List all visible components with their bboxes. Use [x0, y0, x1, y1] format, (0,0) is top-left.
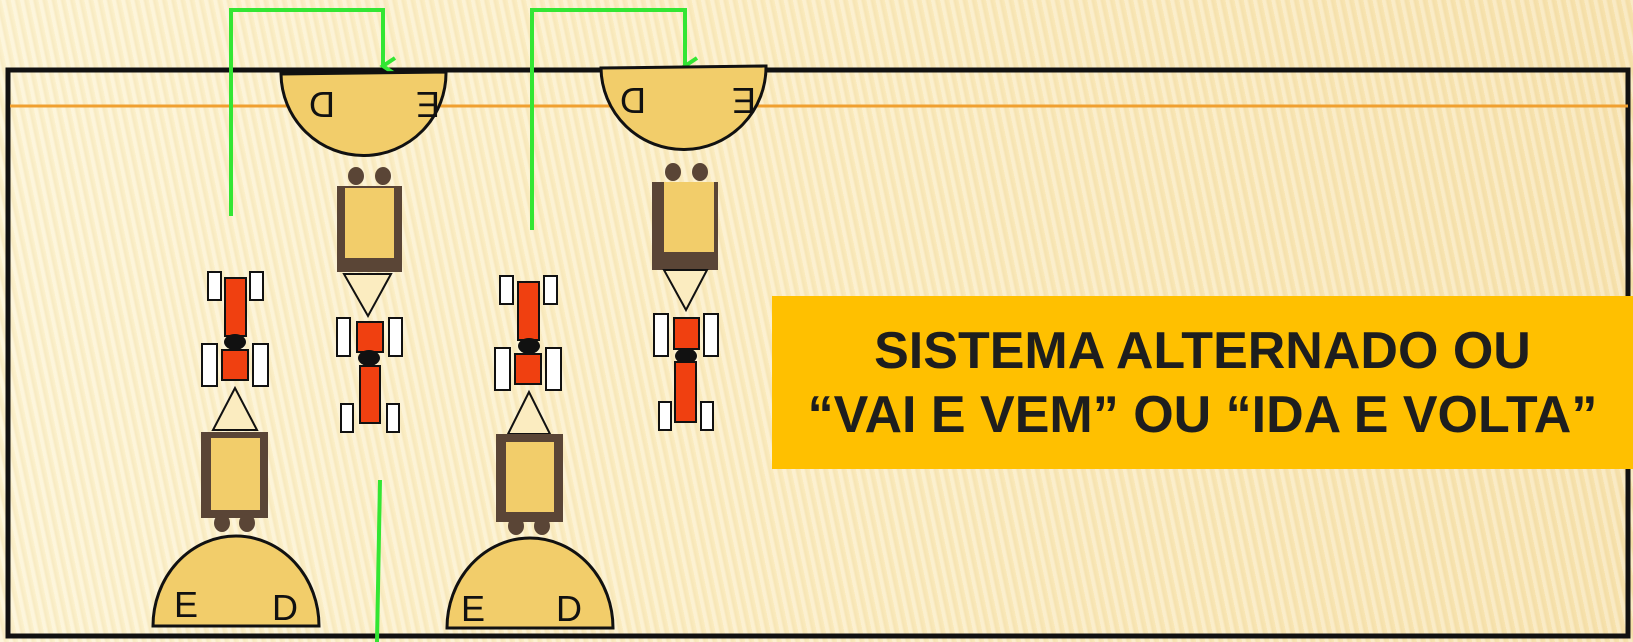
trailer-part — [674, 361, 697, 423]
station-top-right: D E — [599, 64, 768, 151]
vehicle-top-right — [652, 163, 719, 431]
trailer-wheel — [494, 347, 511, 391]
hitch — [662, 269, 709, 313]
trailer-part — [673, 317, 700, 350]
vehicle-bottom-left — [201, 271, 269, 532]
trailer-wheel — [658, 401, 672, 431]
trailer-wheel — [700, 401, 714, 431]
station-label: D — [620, 80, 646, 121]
trailer-wheel — [252, 343, 269, 387]
trailer-wheel — [543, 275, 558, 305]
route-arrow-right — [530, 8, 699, 230]
coupling — [358, 350, 380, 366]
trailer-wheel — [545, 347, 562, 391]
station-top-left: D E — [279, 70, 448, 157]
station-label: D — [309, 84, 335, 125]
trailer-wheel — [207, 271, 222, 301]
coupling — [518, 338, 540, 354]
route-arrow-left — [229, 8, 397, 216]
station-label: E — [732, 80, 756, 121]
hitch — [211, 385, 259, 431]
trailer-part — [224, 277, 247, 337]
trailer-part — [359, 365, 381, 424]
wheel — [534, 517, 550, 535]
wheel — [508, 517, 524, 535]
station-label: D — [556, 588, 582, 629]
wheel — [239, 514, 255, 532]
title-line-1: SISTEMA ALTERNADO OU — [874, 321, 1531, 380]
trailer-part — [514, 353, 542, 385]
title-box: SISTEMA ALTERNADO OU “VAI E VEM” OU “IDA… — [772, 296, 1633, 469]
cart-bed — [345, 188, 394, 258]
trailer-wheel — [703, 313, 719, 357]
trailer-wheel — [340, 403, 354, 433]
station-label: D — [272, 587, 298, 628]
cart-bed — [664, 182, 714, 252]
cart-bed — [211, 438, 260, 510]
station-bottom-right: E D — [445, 536, 615, 630]
hitch — [506, 389, 552, 435]
wheel — [692, 163, 708, 181]
coupling — [224, 334, 246, 350]
station-label: E — [416, 84, 440, 125]
trailer-wheel — [388, 317, 403, 357]
route-line-bottom — [375, 479, 382, 642]
vehicle-bottom-right — [494, 275, 563, 535]
trailer-part — [221, 349, 249, 381]
trailer-wheel — [336, 317, 351, 357]
coupling — [675, 348, 697, 364]
trailer-wheel — [249, 271, 264, 301]
trailer-wheel — [386, 403, 400, 433]
wheel — [375, 167, 391, 185]
cart-bed — [506, 442, 554, 512]
trailer-part — [517, 281, 540, 341]
trailer-part — [356, 321, 384, 353]
title-line-2: “VAI E VEM” OU “IDA E VOLTA” — [807, 385, 1598, 444]
station-bottom-left: E D — [151, 534, 321, 628]
wheel — [665, 163, 681, 181]
trailer-wheel — [201, 343, 218, 387]
wheel — [348, 167, 364, 185]
vehicle-top-left — [336, 167, 403, 433]
hitch — [342, 273, 393, 319]
station-label: E — [174, 584, 198, 625]
trailer-wheel — [653, 313, 669, 357]
wheel — [214, 514, 230, 532]
trailer-wheel — [499, 275, 514, 305]
station-label: E — [461, 588, 485, 629]
